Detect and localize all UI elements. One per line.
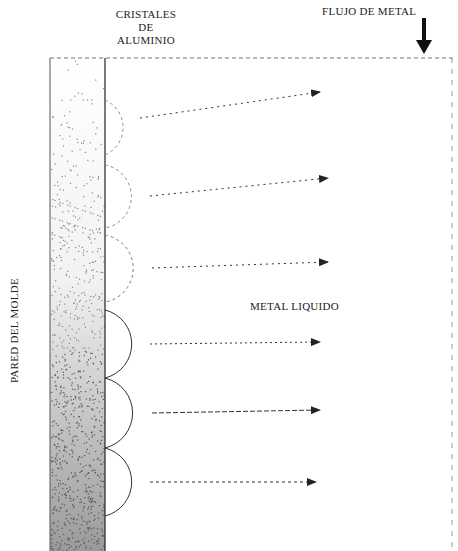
wall-label: PARED DEL MOLDE [9,277,22,382]
top-boundary [50,58,455,59]
crystal-arcs [105,100,133,516]
wall-edge [50,58,51,551]
mold-wall [50,58,105,551]
growth-arrows [140,92,328,482]
wall-surface [104,58,105,551]
right-boundary [452,58,453,551]
wall-texture [51,61,105,551]
crystals-label: CRISTALES DE ALUMINIO [112,8,180,47]
flow-arrowhead [416,40,432,54]
liquid-label: METAL LIQUIDO [250,300,360,313]
flow-label: FLUJO DE METAL [322,5,452,18]
